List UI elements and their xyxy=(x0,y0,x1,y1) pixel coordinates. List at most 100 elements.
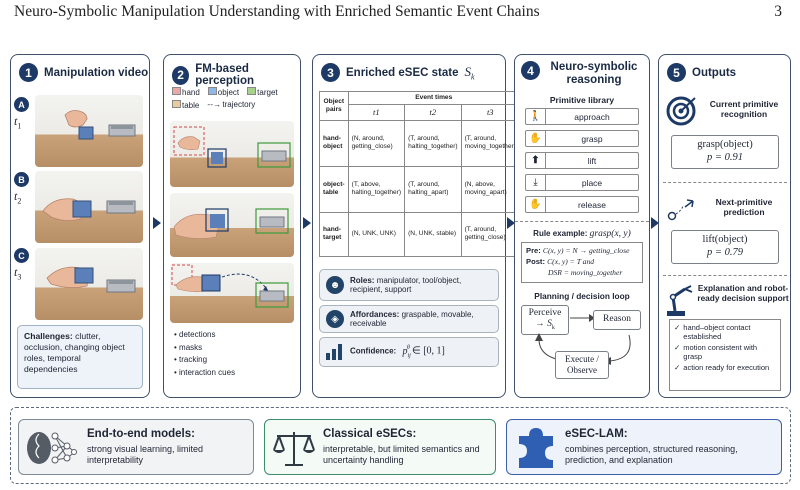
frame-c-image xyxy=(35,248,143,320)
list-item: • interaction cues xyxy=(174,367,236,377)
place-down-icon: ⤓ xyxy=(526,175,546,190)
perception-scene-3 xyxy=(171,264,289,308)
col-t3: t3 xyxy=(460,104,520,121)
list-item: ✓action ready for execution xyxy=(674,363,770,372)
table-row: hand-target (N, UNK, UNK)(N, UNK, stable… xyxy=(319,211,520,257)
check-icon: ✓ xyxy=(674,343,681,352)
current-output-box: grasp(object)p = 0.91 xyxy=(671,135,779,169)
panel3-title: 3 Enriched eSEC state Sk xyxy=(321,63,475,82)
table-row: hand-object (N, around, getting_close)(T… xyxy=(319,119,520,167)
panel5-title: 5 Outputs xyxy=(667,63,736,82)
frame-a-image xyxy=(35,95,143,167)
execute-observe-box: Execute /Observe xyxy=(555,351,609,379)
flow-arrow-4 xyxy=(651,217,659,229)
reason-box: Reason xyxy=(593,310,641,330)
list-item: ✓motion consistent with grasp xyxy=(674,343,758,361)
divider xyxy=(663,182,787,183)
up-arrow-icon: ⬆ xyxy=(526,153,546,168)
roles-box: ☻ Roles: manipulator, tool/object, recip… xyxy=(319,269,499,301)
esec-lam-text: combines perception, structured reasonin… xyxy=(565,444,738,465)
col-t2: t2 xyxy=(404,104,462,121)
frame-a-badge: A xyxy=(14,97,29,112)
primitive-grasp: ✋grasp xyxy=(525,130,639,147)
e2e-text: strong visual learning, limited interpre… xyxy=(87,444,204,465)
flow-arrow-3 xyxy=(507,217,515,229)
panel1-number: 1 xyxy=(19,63,38,82)
primitive-release: ✋release xyxy=(525,196,639,213)
legend-object: object xyxy=(207,86,239,97)
brain-network-icon xyxy=(27,432,77,464)
affordances-box: ◈ Affordances: graspable, movable, recei… xyxy=(319,305,499,333)
primitive-place: ⤓place xyxy=(525,174,639,191)
panel5-number: 5 xyxy=(667,63,686,82)
panel2-number: 2 xyxy=(172,65,190,85)
frame-c-scene xyxy=(46,266,136,293)
loop-title: Planning / decision loop xyxy=(534,291,630,301)
loop-arrow-1 xyxy=(570,314,595,322)
panel-outputs: 5 Outputs Current primitive recognition … xyxy=(658,54,791,398)
check-icon: ✓ xyxy=(674,323,681,332)
flow-arrow-1 xyxy=(153,217,161,229)
panel-enriched-esec: 3 Enriched eSEC state Sk Object pairs Ev… xyxy=(312,54,520,398)
page-title: Neuro-Symbolic Manipulation Understandin… xyxy=(14,3,540,20)
table-corner: Object pairs xyxy=(319,91,349,121)
e2e-card: End-to-end models: strong visual learnin… xyxy=(18,419,254,475)
classical-text: interpretable, but limited semantics and… xyxy=(323,444,480,465)
list-item: • tracking xyxy=(174,355,208,364)
trajectory-icon xyxy=(667,199,694,221)
list-item: ✓hand–object contact established xyxy=(674,323,751,341)
rule-example: Rule example: grasp(x, y) xyxy=(533,229,631,239)
comparison-strip xyxy=(10,407,791,484)
open-hand-icon: ✋ xyxy=(526,197,546,212)
divider xyxy=(515,221,649,222)
panel-neuro-symbolic-reasoning: 4 Neuro-symbolic reasoning Primitive lib… xyxy=(514,54,650,398)
page-number: 3 xyxy=(774,3,782,20)
esec-table: Object pairs Event times t1 t2 t3 hand-o… xyxy=(319,90,520,257)
divider xyxy=(663,275,787,276)
confidence-box: Confidence: pijθ ∈ [0, 1] xyxy=(319,337,499,367)
check-icon: ✓ xyxy=(674,363,681,372)
frame-a-time: t1 xyxy=(14,114,22,131)
target-icon xyxy=(666,96,696,126)
rule-box: Pre: C(x, y) = N → getting_close Post: C… xyxy=(521,242,643,283)
flow-arrow-2 xyxy=(303,217,311,229)
frame-b-image xyxy=(35,171,143,243)
challenges-text: clutter, occlusion, changing object role… xyxy=(24,331,125,374)
legend-trajectory: - - → trajectory xyxy=(207,100,256,109)
table-group-header: Event times xyxy=(347,90,520,106)
legend-target: target xyxy=(247,86,278,97)
explanation-title: Explanation and robot-ready decision sup… xyxy=(697,283,789,303)
perception-frame-1 xyxy=(170,121,294,187)
walking-person-icon: 🚶 xyxy=(526,109,546,124)
explanation-checks: ✓hand–object contact established ✓motion… xyxy=(669,319,781,391)
next-title: Next-primitive prediction xyxy=(715,197,773,217)
page-header: Neuro-Symbolic Manipulation Understandin… xyxy=(14,3,786,21)
grasp-hand-icon: ✋ xyxy=(526,131,546,146)
perception-legend: hand object target table - - → trajector… xyxy=(172,85,296,111)
challenges-box: Challenges: clutter, occlusion, changing… xyxy=(17,325,143,389)
perception-scene-2 xyxy=(173,208,289,239)
panel3-number: 3 xyxy=(321,63,340,82)
puzzle-piece-icon xyxy=(519,428,553,468)
frame-a-scene xyxy=(64,110,136,140)
perception-frame-3 xyxy=(170,263,294,323)
panel4-number: 4 xyxy=(521,61,540,80)
classical-card: Classical eSECs: interpretable, but limi… xyxy=(264,419,496,475)
e2e-title: End-to-end models: xyxy=(87,428,195,440)
frame-b-scene xyxy=(42,198,136,221)
robot-arm-icon xyxy=(667,285,693,316)
col-t1: t1 xyxy=(347,104,406,121)
panel-manipulation-video: 1 Manipulation video A t1 B t2 C t3 xyxy=(10,54,150,398)
table-row: object-table (T, above, halting_together… xyxy=(319,165,520,213)
legend-hand: hand xyxy=(172,86,200,97)
panel4-title: 4 Neuro-symbolic reasoning xyxy=(521,61,645,87)
frame-c-badge: C xyxy=(14,248,29,263)
perception-bullets: • detections • masks • tracking • intera… xyxy=(174,329,235,379)
current-title: Current primitive recognition xyxy=(709,99,779,119)
esec-lam-card: eSEC-LAM: combines perception, structure… xyxy=(506,419,782,475)
perception-scene-1 xyxy=(173,126,291,168)
list-item: • masks xyxy=(174,342,203,352)
esec-lam-title: eSEC-LAM: xyxy=(565,428,628,440)
panel-fm-perception: 2 FM-based perception hand object target… xyxy=(163,54,301,398)
frame-b-time: t2 xyxy=(14,189,22,206)
